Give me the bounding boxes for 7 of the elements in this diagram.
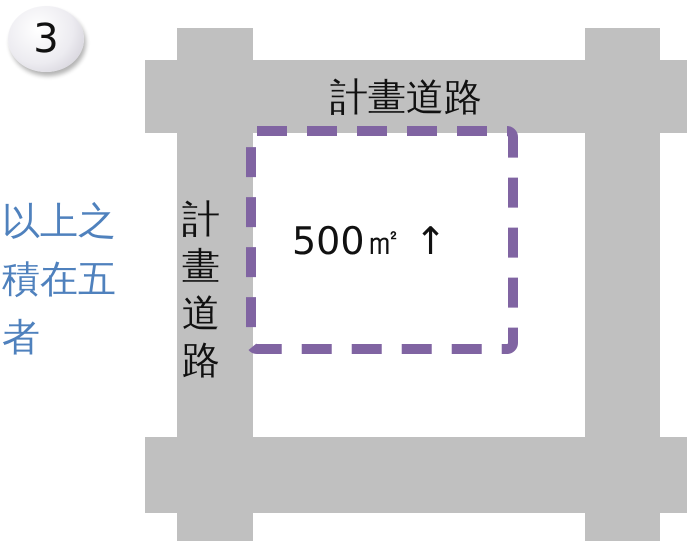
number-badge: 3	[8, 6, 84, 72]
road-name: 計畫道路	[330, 74, 482, 121]
road-name: 計畫道路	[181, 196, 221, 384]
parcel-outline	[246, 126, 518, 354]
area-label: 500㎡ ↑	[292, 218, 446, 265]
note-text: 以上之積在五者	[2, 198, 117, 361]
road-band	[145, 60, 687, 133]
